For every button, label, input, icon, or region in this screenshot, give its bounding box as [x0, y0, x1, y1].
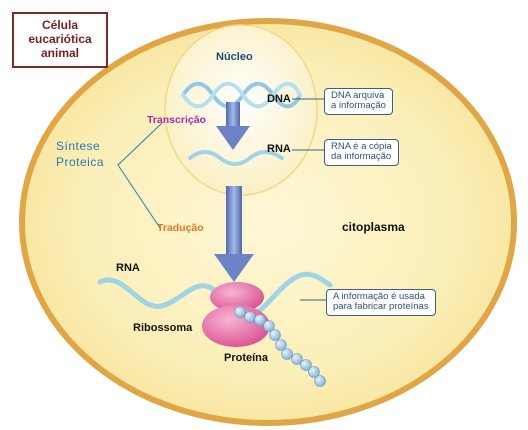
dna-note-line-1: DNA arquiva [331, 90, 385, 101]
protein-note-line-2: para fabricar proteínas [333, 301, 429, 313]
dna-label: DNA [267, 93, 291, 105]
protein-label: Proteína [224, 352, 269, 364]
cell-membrane [19, 18, 517, 426]
transcription-arrow [216, 102, 250, 150]
ribosome-label: Ribossoma [133, 322, 193, 334]
synthesis-label-line-2: Proteica [56, 155, 105, 169]
translation-arrow [214, 186, 254, 282]
note-connectors [292, 98, 326, 301]
protein-note: A informação é usada para fabricar prote… [326, 289, 436, 316]
rna-note: RNA é a cópia da informação [324, 139, 399, 166]
title-line-2: eucariótica [28, 32, 92, 47]
title-line-3: animal [40, 45, 79, 60]
title-box: Célula eucariótica animal [12, 12, 108, 68]
cytoplasm-label: citoplasma [342, 220, 405, 234]
rna-note-line-2: da informação [331, 151, 392, 163]
synthesis-bracket [117, 122, 163, 229]
rna-cytoplasm-label: RNA [116, 262, 140, 274]
rna-note-line-1: RNA é a cópia [331, 141, 392, 152]
dna-note-line-2: a informação [331, 100, 386, 112]
rna-strand-nucleus [188, 150, 284, 166]
dna-helix [181, 81, 302, 109]
protein-chain [234, 306, 326, 387]
transcription-label: Transcrição [147, 114, 206, 126]
translation-label: Tradução [157, 222, 204, 234]
title-line-1: Célula [41, 18, 78, 33]
rna-nucleus-label: RNA [267, 143, 291, 155]
nucleus-label: Núcleo [216, 51, 253, 63]
synthesis-label-line-1: Síntese [56, 139, 101, 153]
dna-note: DNA arquiva a informação [324, 88, 393, 115]
protein-note-line-1: A informação é usada [333, 291, 425, 302]
